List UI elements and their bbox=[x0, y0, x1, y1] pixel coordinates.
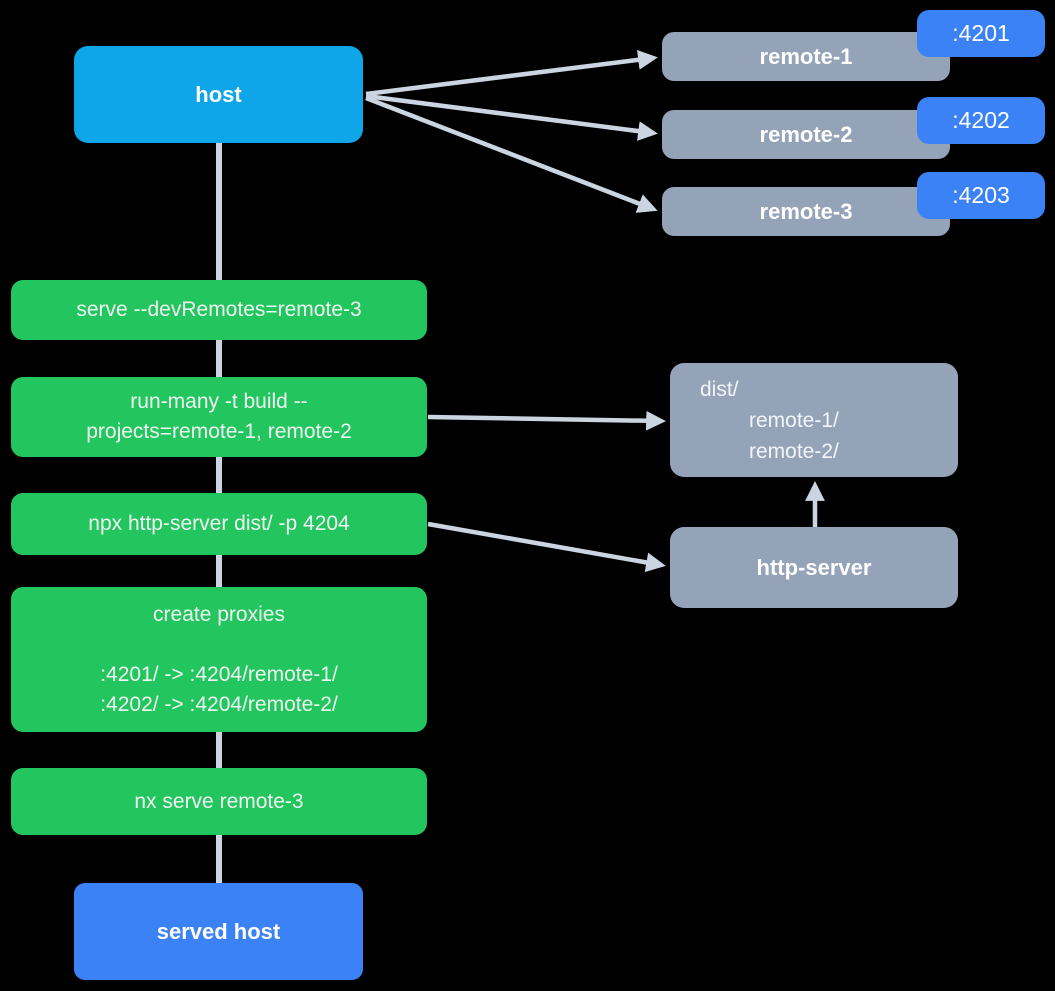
remote-2-node: remote-2 bbox=[662, 110, 950, 159]
edge-host-to-remote-2 bbox=[365, 93, 658, 141]
step-create-proxies-rule-1: :4201/ -> :4204/remote-1/ bbox=[100, 662, 338, 686]
step-npx-http-server-text: npx http-server dist/ -p 4204 bbox=[88, 512, 350, 535]
served-host-node: served host bbox=[74, 883, 363, 980]
step-create-proxies-title: create proxies bbox=[153, 602, 285, 626]
step-run-many-build-text-line-1: run-many -t build -- bbox=[130, 390, 308, 413]
step-create-proxies-spacer bbox=[11, 630, 427, 660]
step-run-many-build: run-many -t build -- projects=remote-1, … bbox=[11, 377, 427, 457]
edge-runmany-to-dist bbox=[427, 410, 666, 431]
edge-host-to-remote-3 bbox=[365, 95, 658, 213]
dist-folder-node: dist/ remote-1/ remote-2/ bbox=[670, 363, 958, 477]
http-server-node: http-server bbox=[670, 527, 958, 608]
step-nx-serve-remote-3-text: nx serve remote-3 bbox=[134, 789, 304, 813]
port-badge-4201-label: :4201 bbox=[952, 20, 1010, 46]
step-run-many-build-text-line-2: projects=remote-1, remote-2 bbox=[86, 420, 352, 443]
step-nx-serve-remote-3: nx serve remote-3 bbox=[11, 768, 427, 835]
port-badge-4203: :4203 bbox=[917, 172, 1045, 219]
served-host-label: served host bbox=[156, 918, 281, 944]
remote-3-node: remote-3 bbox=[662, 187, 950, 236]
edge-host-to-remote-1 bbox=[365, 50, 658, 97]
remote-1-node: remote-1 bbox=[662, 32, 950, 81]
step-create-proxies-rule-2: :4202/ -> :4204/remote-2/ bbox=[100, 692, 338, 716]
step-serve-dev-remotes-text: serve --devRemotes=remote-3 bbox=[76, 298, 362, 321]
remote-1-label: remote-1 bbox=[759, 43, 853, 69]
host-node: host bbox=[74, 46, 363, 143]
host-label: host bbox=[195, 81, 242, 107]
step-npx-http-server: npx http-server dist/ -p 4204 bbox=[11, 493, 427, 555]
port-badge-4202: :4202 bbox=[917, 97, 1045, 144]
port-badge-4202-label: :4202 bbox=[952, 107, 1010, 133]
port-badge-4203-label: :4203 bbox=[952, 182, 1010, 208]
dist-folder-remote-1: remote-1/ bbox=[749, 409, 839, 432]
dist-folder-root: dist/ bbox=[700, 378, 739, 401]
step-create-proxies: create proxies :4201/ -> :4204/remote-1/… bbox=[11, 587, 427, 732]
remote-2-label: remote-2 bbox=[759, 121, 853, 147]
remote-3-label: remote-3 bbox=[759, 198, 853, 224]
step-serve-dev-remotes: serve --devRemotes=remote-3 bbox=[11, 280, 427, 340]
port-badge-4201: :4201 bbox=[917, 10, 1045, 57]
dist-folder-remote-2: remote-2/ bbox=[749, 440, 839, 463]
edge-npx-to-httpserver bbox=[427, 521, 666, 573]
http-server-label: http-server bbox=[756, 554, 872, 580]
